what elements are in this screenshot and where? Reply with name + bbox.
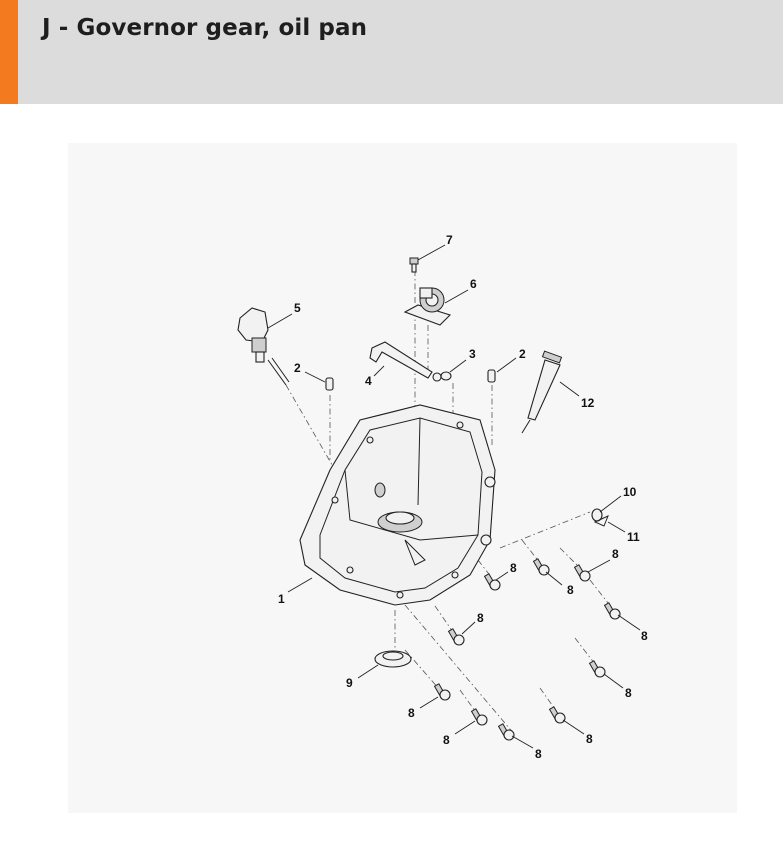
callout-6: 6 [470, 277, 477, 291]
callout-2-right: 2 [519, 347, 526, 361]
governor-lever-part [369, 341, 442, 382]
oil-filler-cap-part [237, 307, 290, 386]
callout-8: 8 [625, 686, 632, 700]
callout-8: 8 [641, 629, 648, 643]
bolt-parts [433, 558, 621, 741]
sealant-tube-part [521, 350, 563, 434]
callout-8: 8 [477, 611, 484, 625]
washer-part [440, 371, 452, 381]
callout-8: 8 [567, 583, 574, 597]
dowel-pin-part [325, 369, 496, 391]
callout-3: 3 [469, 347, 476, 361]
callout-12: 12 [581, 396, 595, 410]
callout-8: 8 [535, 747, 542, 761]
callout-8: 8 [586, 732, 593, 746]
callout-8: 8 [510, 561, 517, 575]
header-accent-bar [0, 0, 18, 104]
callout-7: 7 [446, 233, 453, 247]
page-header: J - Governor gear, oil pan [0, 0, 783, 104]
page-title: J - Governor gear, oil pan [42, 15, 368, 41]
callout-8: 8 [612, 547, 619, 561]
callout-2-left: 2 [294, 361, 301, 375]
governor-gear-part [403, 287, 452, 326]
screw-part [409, 257, 419, 273]
pin-clip-part [591, 508, 609, 527]
callout-4: 4 [365, 374, 372, 388]
callout-1: 1 [278, 592, 285, 606]
callout-9: 9 [346, 676, 353, 690]
callout-8: 8 [443, 733, 450, 747]
callout-10: 10 [623, 485, 637, 499]
leader-lines [267, 244, 641, 749]
callout-8: 8 [408, 706, 415, 720]
callout-5: 5 [294, 301, 301, 315]
oil-pan-part [299, 404, 496, 606]
oil-seal-part [374, 650, 412, 668]
callout-11: 11 [627, 530, 640, 544]
